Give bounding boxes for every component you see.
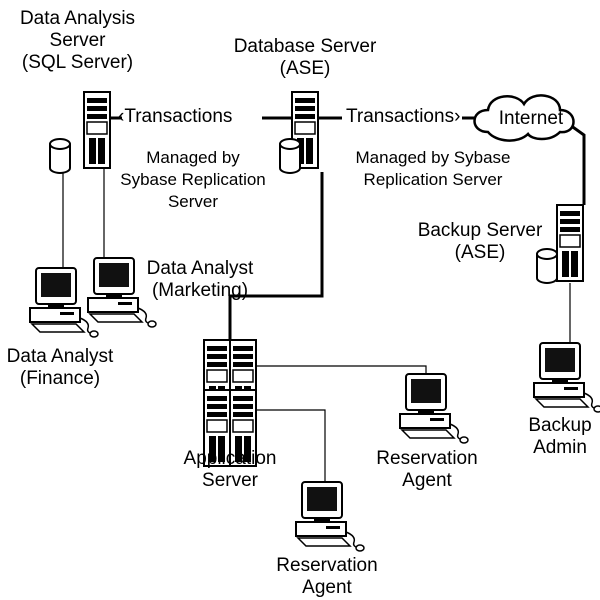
server-tower-icon bbox=[83, 91, 111, 169]
label-line: Replication Server bbox=[363, 170, 503, 189]
workstation-icon bbox=[399, 373, 469, 444]
label-line: Backup bbox=[528, 415, 592, 436]
data-analyst-finance-label: Data Analyst (Finance) bbox=[0, 346, 120, 390]
backup-admin-label: Backup Admin bbox=[520, 415, 600, 459]
label-line: Application bbox=[183, 448, 277, 469]
label-line: Backup Server bbox=[417, 220, 543, 241]
connection-lines bbox=[62, 116, 586, 482]
label-line: (ASE) bbox=[454, 242, 506, 263]
label-line: Reservation bbox=[276, 555, 378, 576]
cloud-icon bbox=[473, 94, 575, 142]
reservation-agent-bottom-label: Reservation Agent bbox=[262, 555, 392, 599]
workstation-icon bbox=[533, 342, 600, 413]
workstation-icon bbox=[295, 481, 365, 552]
label-line: Server bbox=[167, 192, 219, 211]
data-analyst-marketing-label: Data Analyst (Marketing) bbox=[135, 258, 265, 302]
label-line: Data Analyst bbox=[6, 346, 114, 367]
label-line: (Marketing) bbox=[151, 280, 249, 301]
server-tower-icon bbox=[556, 204, 584, 282]
label-line: Agent bbox=[402, 470, 452, 491]
label-line: Agent bbox=[302, 577, 352, 598]
managed-by-right-label: Managed by Sybase Replication Server bbox=[348, 147, 518, 191]
label-line: Admin bbox=[533, 437, 587, 458]
label-line: (SQL Server) bbox=[21, 52, 134, 73]
label-line: (ASE) bbox=[279, 58, 331, 79]
label-line: Reservation bbox=[376, 448, 478, 469]
label-line: Data Analyst bbox=[146, 258, 254, 279]
label-line: Managed by bbox=[146, 148, 240, 167]
label-line: Sybase Replication bbox=[120, 170, 266, 189]
database-server-label: Database Server (ASE) bbox=[225, 36, 385, 80]
label-line: Managed by Sybase bbox=[355, 148, 511, 167]
transactions-right-label: Transactions› bbox=[346, 106, 461, 127]
line-appserver-to-agent-bottom bbox=[255, 409, 326, 482]
label-line: Server bbox=[49, 30, 106, 51]
label-line: (Finance) bbox=[19, 368, 101, 389]
line-dbserver-to-appserver bbox=[228, 172, 324, 340]
line-internet-to-backup bbox=[569, 123, 586, 205]
backup-server-label: Backup Server (ASE) bbox=[405, 220, 555, 264]
reservation-agent-right-label: Reservation Agent bbox=[362, 448, 492, 492]
label-line: Server bbox=[202, 470, 258, 491]
managed-by-left-label: Managed by Sybase Replication Server bbox=[118, 147, 268, 213]
label-line: Database Server bbox=[233, 36, 377, 57]
database-cylinder-icon bbox=[279, 138, 301, 174]
internet-label: Internet bbox=[498, 108, 564, 129]
transactions-left-label: ‹Transactions bbox=[118, 106, 233, 127]
data-analysis-server-label: Data Analysis Server (SQL Server) bbox=[10, 8, 145, 74]
label-line: Data Analysis bbox=[19, 8, 136, 29]
application-server-label: Application Server bbox=[165, 448, 295, 492]
database-cylinder-icon bbox=[49, 138, 71, 174]
line-appserver-to-agent-right bbox=[255, 365, 427, 375]
